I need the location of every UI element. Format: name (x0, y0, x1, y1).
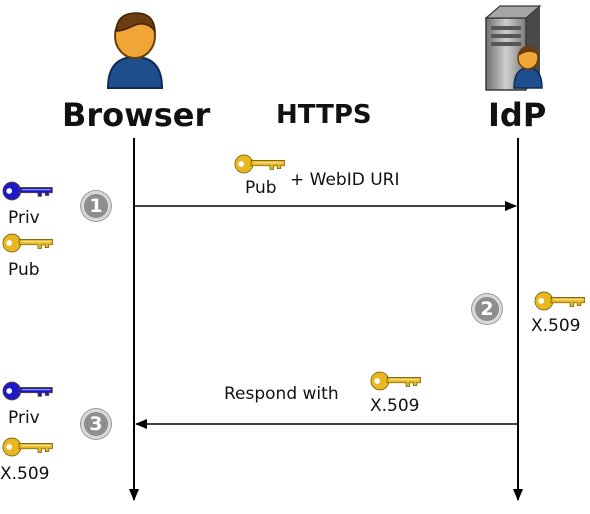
message-1-text: + WebID URI (290, 170, 400, 190)
initial-public-key-label: Pub (8, 260, 40, 280)
certificate-key-icon-message-3 (370, 371, 422, 391)
final-private-key-label: Priv (8, 408, 40, 428)
certificate-key-icon-final (2, 437, 54, 457)
public-key-icon-message-1 (234, 154, 286, 174)
browser-person-icon (106, 12, 164, 89)
browser-label: Browser (62, 96, 211, 134)
message-1-key-label: Pub (245, 178, 277, 198)
private-key-icon-initial (2, 181, 54, 201)
idp-server-icon (484, 5, 543, 91)
idp-label: IdP (488, 96, 547, 134)
initial-private-key-label: Priv (8, 208, 40, 228)
private-key-icon-final (2, 381, 54, 401)
step-2-badge: 2 (472, 294, 502, 324)
step-1-badge: 1 (81, 191, 111, 221)
public-key-icon-initial (2, 233, 54, 253)
certificate-key-icon-idp (534, 291, 586, 311)
message-3-certificate-label: X.509 (370, 396, 420, 416)
final-certificate-label: X.509 (0, 464, 50, 484)
https-label: HTTPS (276, 100, 372, 130)
idp-certificate-label: X.509 (531, 316, 581, 336)
message-3-text: Respond with (224, 384, 339, 404)
step-3-badge: 3 (81, 409, 111, 439)
